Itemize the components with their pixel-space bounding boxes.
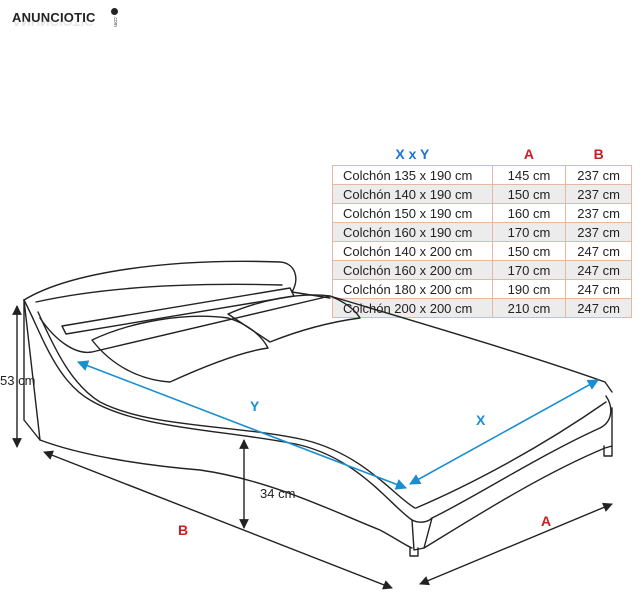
cell-mattress: Colchón 150 x 190 cm bbox=[332, 203, 493, 223]
site-logo: ANUNCIOTIC ANUNCIOTIC .com bbox=[12, 6, 122, 36]
logo-text: ANUNCIOTIC bbox=[12, 10, 96, 25]
table-row: Colchón 160 x 190 cm 170 cm 237 cm bbox=[332, 222, 632, 242]
headboard-top-curve bbox=[35, 283, 283, 303]
cell-a: 160 cm bbox=[491, 203, 567, 223]
headboard-slot bbox=[61, 287, 295, 335]
cell-b: 237 cm bbox=[565, 222, 632, 242]
table-row: Colchón 160 x 200 cm 170 cm 247 cm bbox=[332, 260, 632, 280]
table-row: Colchón 140 x 200 cm 150 cm 247 cm bbox=[332, 241, 632, 261]
size-table-header-row: X x Y A B bbox=[333, 142, 632, 166]
frame-side-inner bbox=[37, 311, 416, 509]
cell-b: 247 cm bbox=[565, 241, 632, 261]
label-53cm: 53 cm bbox=[0, 373, 36, 388]
mattress-top bbox=[39, 295, 613, 393]
size-table: X x Y A B Colchón 135 x 190 cm 145 cm 23… bbox=[332, 142, 632, 318]
pillow-left bbox=[91, 315, 269, 383]
cell-a: 150 cm bbox=[491, 184, 567, 204]
frame-foot-bottom bbox=[423, 407, 613, 549]
label-y: Y bbox=[250, 398, 260, 414]
table-row: Colchón 140 x 190 cm 150 cm 237 cm bbox=[332, 184, 632, 204]
label-x: X bbox=[476, 412, 486, 428]
frame-left-edge bbox=[23, 299, 41, 441]
dimension-a-line bbox=[419, 502, 613, 586]
header-a: A bbox=[523, 145, 535, 162]
cell-b: 237 cm bbox=[565, 184, 632, 204]
foot-line bbox=[415, 401, 607, 509]
pillow-right bbox=[227, 294, 361, 343]
cell-a: 190 cm bbox=[491, 279, 567, 299]
cell-b: 247 cm bbox=[565, 260, 632, 280]
dimension-x-line bbox=[409, 379, 599, 485]
cell-mattress: Colchón 200 x 200 cm bbox=[332, 298, 493, 318]
frame-side-bottom bbox=[23, 299, 413, 549]
table-row: Colchón 150 x 190 cm 160 cm 237 cm bbox=[332, 203, 632, 223]
cell-mattress: Colchón 140 x 190 cm bbox=[332, 184, 493, 204]
label-34cm: 34 cm bbox=[260, 486, 296, 501]
cell-mattress: Colchón 160 x 190 cm bbox=[332, 222, 493, 242]
cell-mattress: Colchón 160 x 200 cm bbox=[332, 260, 493, 280]
cell-a: 150 cm bbox=[491, 241, 567, 261]
bed-foot-left bbox=[409, 547, 419, 557]
logo-dot-icon bbox=[111, 8, 118, 15]
label-a: A bbox=[541, 513, 552, 529]
headboard-outline bbox=[23, 260, 331, 301]
label-b: B bbox=[178, 522, 189, 538]
logo-suffix: .com bbox=[112, 16, 118, 27]
header-b: B bbox=[593, 145, 604, 162]
cell-a: 210 cm bbox=[491, 298, 567, 318]
dimension-y-line bbox=[76, 360, 408, 490]
cell-b: 247 cm bbox=[565, 279, 632, 299]
cell-mattress: Colchón 140 x 200 cm bbox=[332, 241, 493, 261]
bed-foot-right bbox=[603, 445, 613, 457]
frame-side-top bbox=[23, 299, 433, 523]
table-row: Colchón 200 x 200 cm 210 cm 247 cm bbox=[332, 298, 632, 318]
header-xy: X x Y bbox=[395, 145, 430, 162]
cell-b: 247 cm bbox=[565, 298, 632, 318]
